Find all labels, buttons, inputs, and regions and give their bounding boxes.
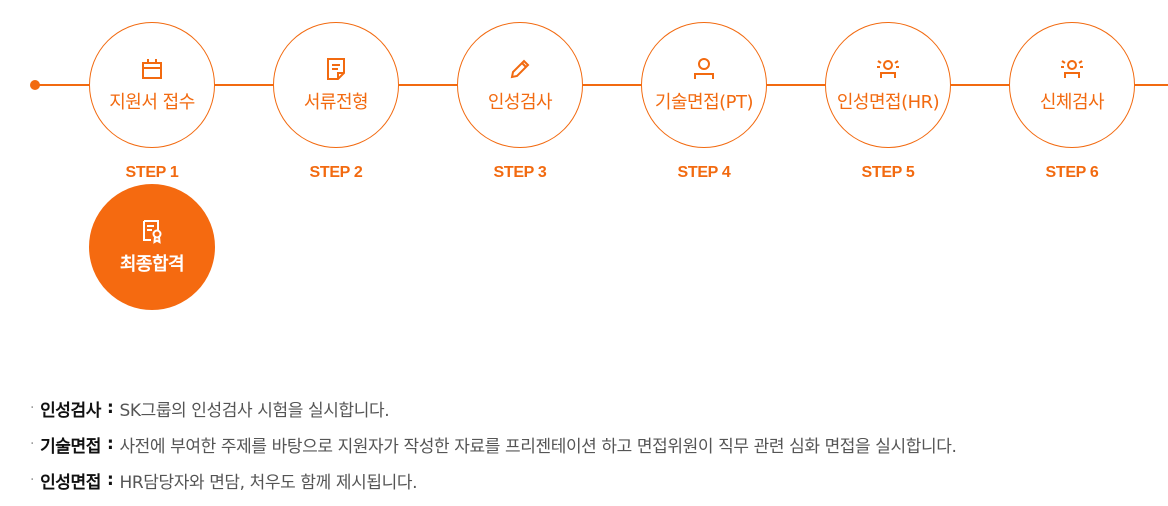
document-icon	[327, 58, 345, 80]
step-6-label: 신체검사	[1039, 92, 1105, 113]
step-6-number: STEP 6	[1045, 164, 1099, 181]
step-2-label: 서류전형	[303, 92, 369, 113]
step-5-circle: 인성면접(HR)	[825, 22, 951, 148]
note-technical-interview: · 기술면접 : 사전에 부여한 주제를 바탕으로 지원자가 작성한 자료를 프…	[30, 426, 1160, 462]
note-colon: :	[107, 434, 114, 454]
note-term: 인성면접	[40, 472, 102, 493]
interview-icon	[1061, 60, 1083, 78]
step-3-label: 인성검사	[487, 92, 553, 113]
note-personality-test: · 인성검사 : SK그룹의 인성검사 시험을 실시합니다.	[30, 390, 1160, 426]
step-1-number: STEP 1	[125, 164, 179, 181]
step-2: 서류전형 STEP 2	[273, 22, 399, 182]
note-text: HR담당자와 면담, 처우도 함께 제시됩니다.	[119, 472, 418, 493]
step-5-number: STEP 5	[861, 164, 915, 181]
step-1-circle: 지원서 접수	[89, 22, 215, 148]
step-4-circle: 기술면접(PT)	[641, 22, 767, 148]
step-3: 인성검사 STEP 3	[457, 22, 583, 182]
timeline-line	[34, 84, 1168, 86]
note-term: 기술면접	[40, 436, 102, 457]
note-text: SK그룹의 인성검사 시험을 실시합니다.	[119, 400, 390, 421]
step-4-number: STEP 4	[677, 164, 731, 181]
note-bullet: ·	[30, 400, 35, 416]
calendar-icon	[142, 59, 162, 79]
interview-icon	[877, 60, 899, 78]
step-5: 인성면접(HR) STEP 5	[825, 22, 951, 182]
step-2-number: STEP 2	[309, 164, 363, 181]
step-6-circle: 신체검사	[1009, 22, 1135, 148]
step-3-circle: 인성검사	[457, 22, 583, 148]
final-step: 최종합격	[89, 184, 215, 310]
step-2-circle: 서류전형	[273, 22, 399, 148]
note-term: 인성검사	[40, 400, 102, 421]
process-notes: · 인성검사 : SK그룹의 인성검사 시험을 실시합니다. · 기술면접 : …	[30, 390, 1160, 498]
step-4-label: 기술면접(PT)	[654, 92, 754, 113]
step-1-label: 지원서 접수	[109, 92, 195, 113]
recruitment-process-timeline: 지원서 접수 STEP 1 서류전형 STEP 2 인성검사 STEP 3	[30, 22, 1168, 310]
step-1: 지원서 접수 STEP 1	[89, 22, 215, 182]
note-bullet: ·	[30, 436, 35, 452]
note-colon: :	[107, 470, 114, 490]
step-3-number: STEP 3	[493, 164, 547, 181]
step-4: 기술면접(PT) STEP 4	[641, 22, 767, 182]
note-bullet: ·	[30, 472, 35, 488]
final-step-label: 최종합격	[119, 254, 185, 275]
person-icon	[694, 58, 714, 79]
timeline-start-dot	[30, 80, 40, 90]
note-text: 사전에 부여한 주제를 바탕으로 지원자가 작성한 자료를 프리젠테이션 하고 …	[119, 436, 957, 457]
final-step-circle: 최종합격	[89, 184, 215, 310]
certificate-icon	[143, 220, 162, 244]
step-5-label: 인성면접(HR)	[836, 92, 940, 113]
pencil-icon	[510, 59, 530, 79]
note-colon: :	[107, 398, 114, 418]
note-personality-interview: · 인성면접 : HR담당자와 면담, 처우도 함께 제시됩니다.	[30, 462, 1160, 498]
step-6: 신체검사 STEP 6	[1009, 22, 1135, 182]
